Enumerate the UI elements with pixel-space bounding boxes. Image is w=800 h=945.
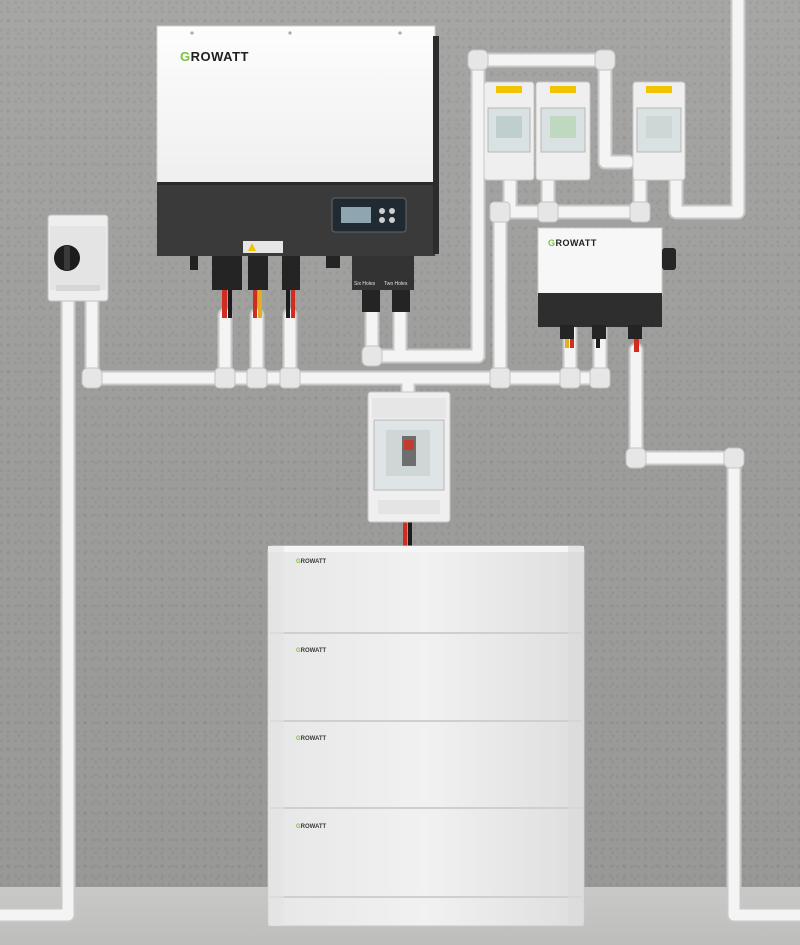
battery-module-1-brand: GROWATT bbox=[296, 559, 326, 565]
brand-rest: ROWATT bbox=[300, 824, 327, 830]
brand-rest: ROWATT bbox=[300, 559, 327, 565]
battery-stack bbox=[267, 545, 585, 927]
smart-box-brand-text: GROWATT bbox=[548, 238, 597, 248]
brand-rest: ROWATT bbox=[190, 49, 249, 64]
inverter-brand-text: GROWATT bbox=[180, 49, 249, 64]
brand-initial: G bbox=[296, 736, 301, 742]
battery-breaker-box bbox=[367, 391, 451, 523]
breaker-boxes bbox=[483, 81, 686, 181]
brand-initial: G bbox=[296, 824, 301, 830]
brand-initial: G bbox=[296, 559, 301, 565]
brand-rest: ROWATT bbox=[300, 648, 327, 654]
brand-rest: ROWATT bbox=[300, 736, 327, 742]
battery-module-2-brand: GROWATT bbox=[296, 648, 326, 654]
battery-module-3-brand: GROWATT bbox=[296, 736, 326, 742]
battery-module-4-brand: GROWATT bbox=[296, 824, 326, 830]
port-label-six-holes: Six Holes bbox=[354, 281, 376, 287]
brand-initial: G bbox=[296, 648, 301, 654]
smart-box-brand-logo: GROWATT bbox=[548, 238, 597, 248]
inverter bbox=[156, 25, 439, 312]
brand-initial: G bbox=[548, 238, 556, 248]
brand-initial: G bbox=[180, 49, 191, 64]
smart-energy-box bbox=[537, 227, 676, 339]
ac-isolator bbox=[47, 214, 109, 302]
brand-rest: ROWATT bbox=[555, 238, 597, 248]
port-label-two-holes: Two Holes bbox=[384, 281, 408, 287]
inverter-brand-logo: GROWATT bbox=[180, 49, 249, 64]
conduit-network bbox=[0, 0, 800, 923]
